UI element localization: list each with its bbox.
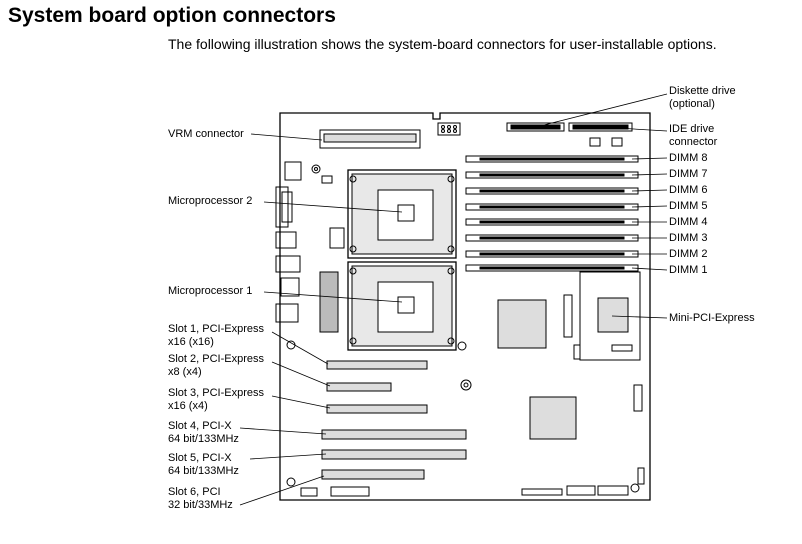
page-title: System board option connectors (8, 4, 336, 27)
cpu2-frame (347, 169, 457, 259)
label-diskette-line1: Diskette drive (669, 85, 736, 97)
cpu1-frame (347, 261, 457, 351)
slot-4 (321, 429, 467, 440)
slot-2 (326, 382, 392, 392)
mini-pci-express-area (579, 271, 641, 361)
power-connector (437, 122, 461, 136)
label-dimm-2: DIMM 2 (669, 248, 708, 260)
label-dimm-1: DIMM 1 (669, 264, 708, 276)
label-slot-4-line1: Slot 4, PCI-X (168, 420, 232, 432)
diskette-connector (506, 122, 565, 132)
slot-5 (321, 449, 467, 460)
dimm-slots (465, 155, 639, 272)
cpu-socket-connector (319, 271, 339, 333)
microprocessor-1 (377, 281, 434, 333)
chipset-south (529, 396, 577, 440)
label-dimm-8: DIMM 8 (669, 152, 708, 164)
label-dimm-4: DIMM 4 (669, 216, 708, 228)
intro-paragraph: The following illustration shows the sys… (168, 36, 717, 52)
label-slot-2-line2: x8 (x4) (168, 366, 202, 378)
slot-3 (326, 404, 428, 414)
label-vrm-connector: VRM connector (168, 128, 244, 140)
label-slot-3-line1: Slot 3, PCI-Express (168, 387, 264, 399)
label-slot-5-line2: 64 bit/133MHz (168, 465, 239, 477)
label-slot-5-line1: Slot 5, PCI-X (168, 452, 232, 464)
label-slot-6-line2: 32 bit/33MHz (168, 499, 233, 511)
chipset-north (497, 299, 547, 349)
slot-1 (326, 360, 428, 370)
label-dimm-5: DIMM 5 (669, 200, 708, 212)
label-slot-1-line1: Slot 1, PCI-Express (168, 323, 264, 335)
label-diskette-line2: (optional) (669, 98, 715, 110)
label-slot-2-line1: Slot 2, PCI-Express (168, 353, 264, 365)
slot-6 (321, 469, 425, 480)
label-slot-1-line2: x16 (x16) (168, 336, 214, 348)
board-outline (279, 112, 651, 501)
label-slot-4-line2: 64 bit/133MHz (168, 433, 239, 445)
label-mini-pci-express: Mini-PCI-Express (669, 312, 755, 324)
label-microprocessor-1: Microprocessor 1 (168, 285, 253, 297)
label-dimm-3: DIMM 3 (669, 232, 708, 244)
ide-connector (568, 122, 633, 132)
label-microprocessor-2: Microprocessor 2 (168, 195, 253, 207)
label-ide-line2: connector (669, 136, 718, 148)
label-slot-6-line1: Slot 6, PCI (168, 486, 221, 498)
vrm-connector (319, 129, 421, 149)
label-dimm-7: DIMM 7 (669, 168, 708, 180)
label-slot-3-line2: x16 (x4) (168, 400, 208, 412)
label-ide-line1: IDE drive (669, 123, 715, 135)
microprocessor-2 (377, 189, 434, 241)
label-dimm-6: DIMM 6 (669, 184, 708, 196)
